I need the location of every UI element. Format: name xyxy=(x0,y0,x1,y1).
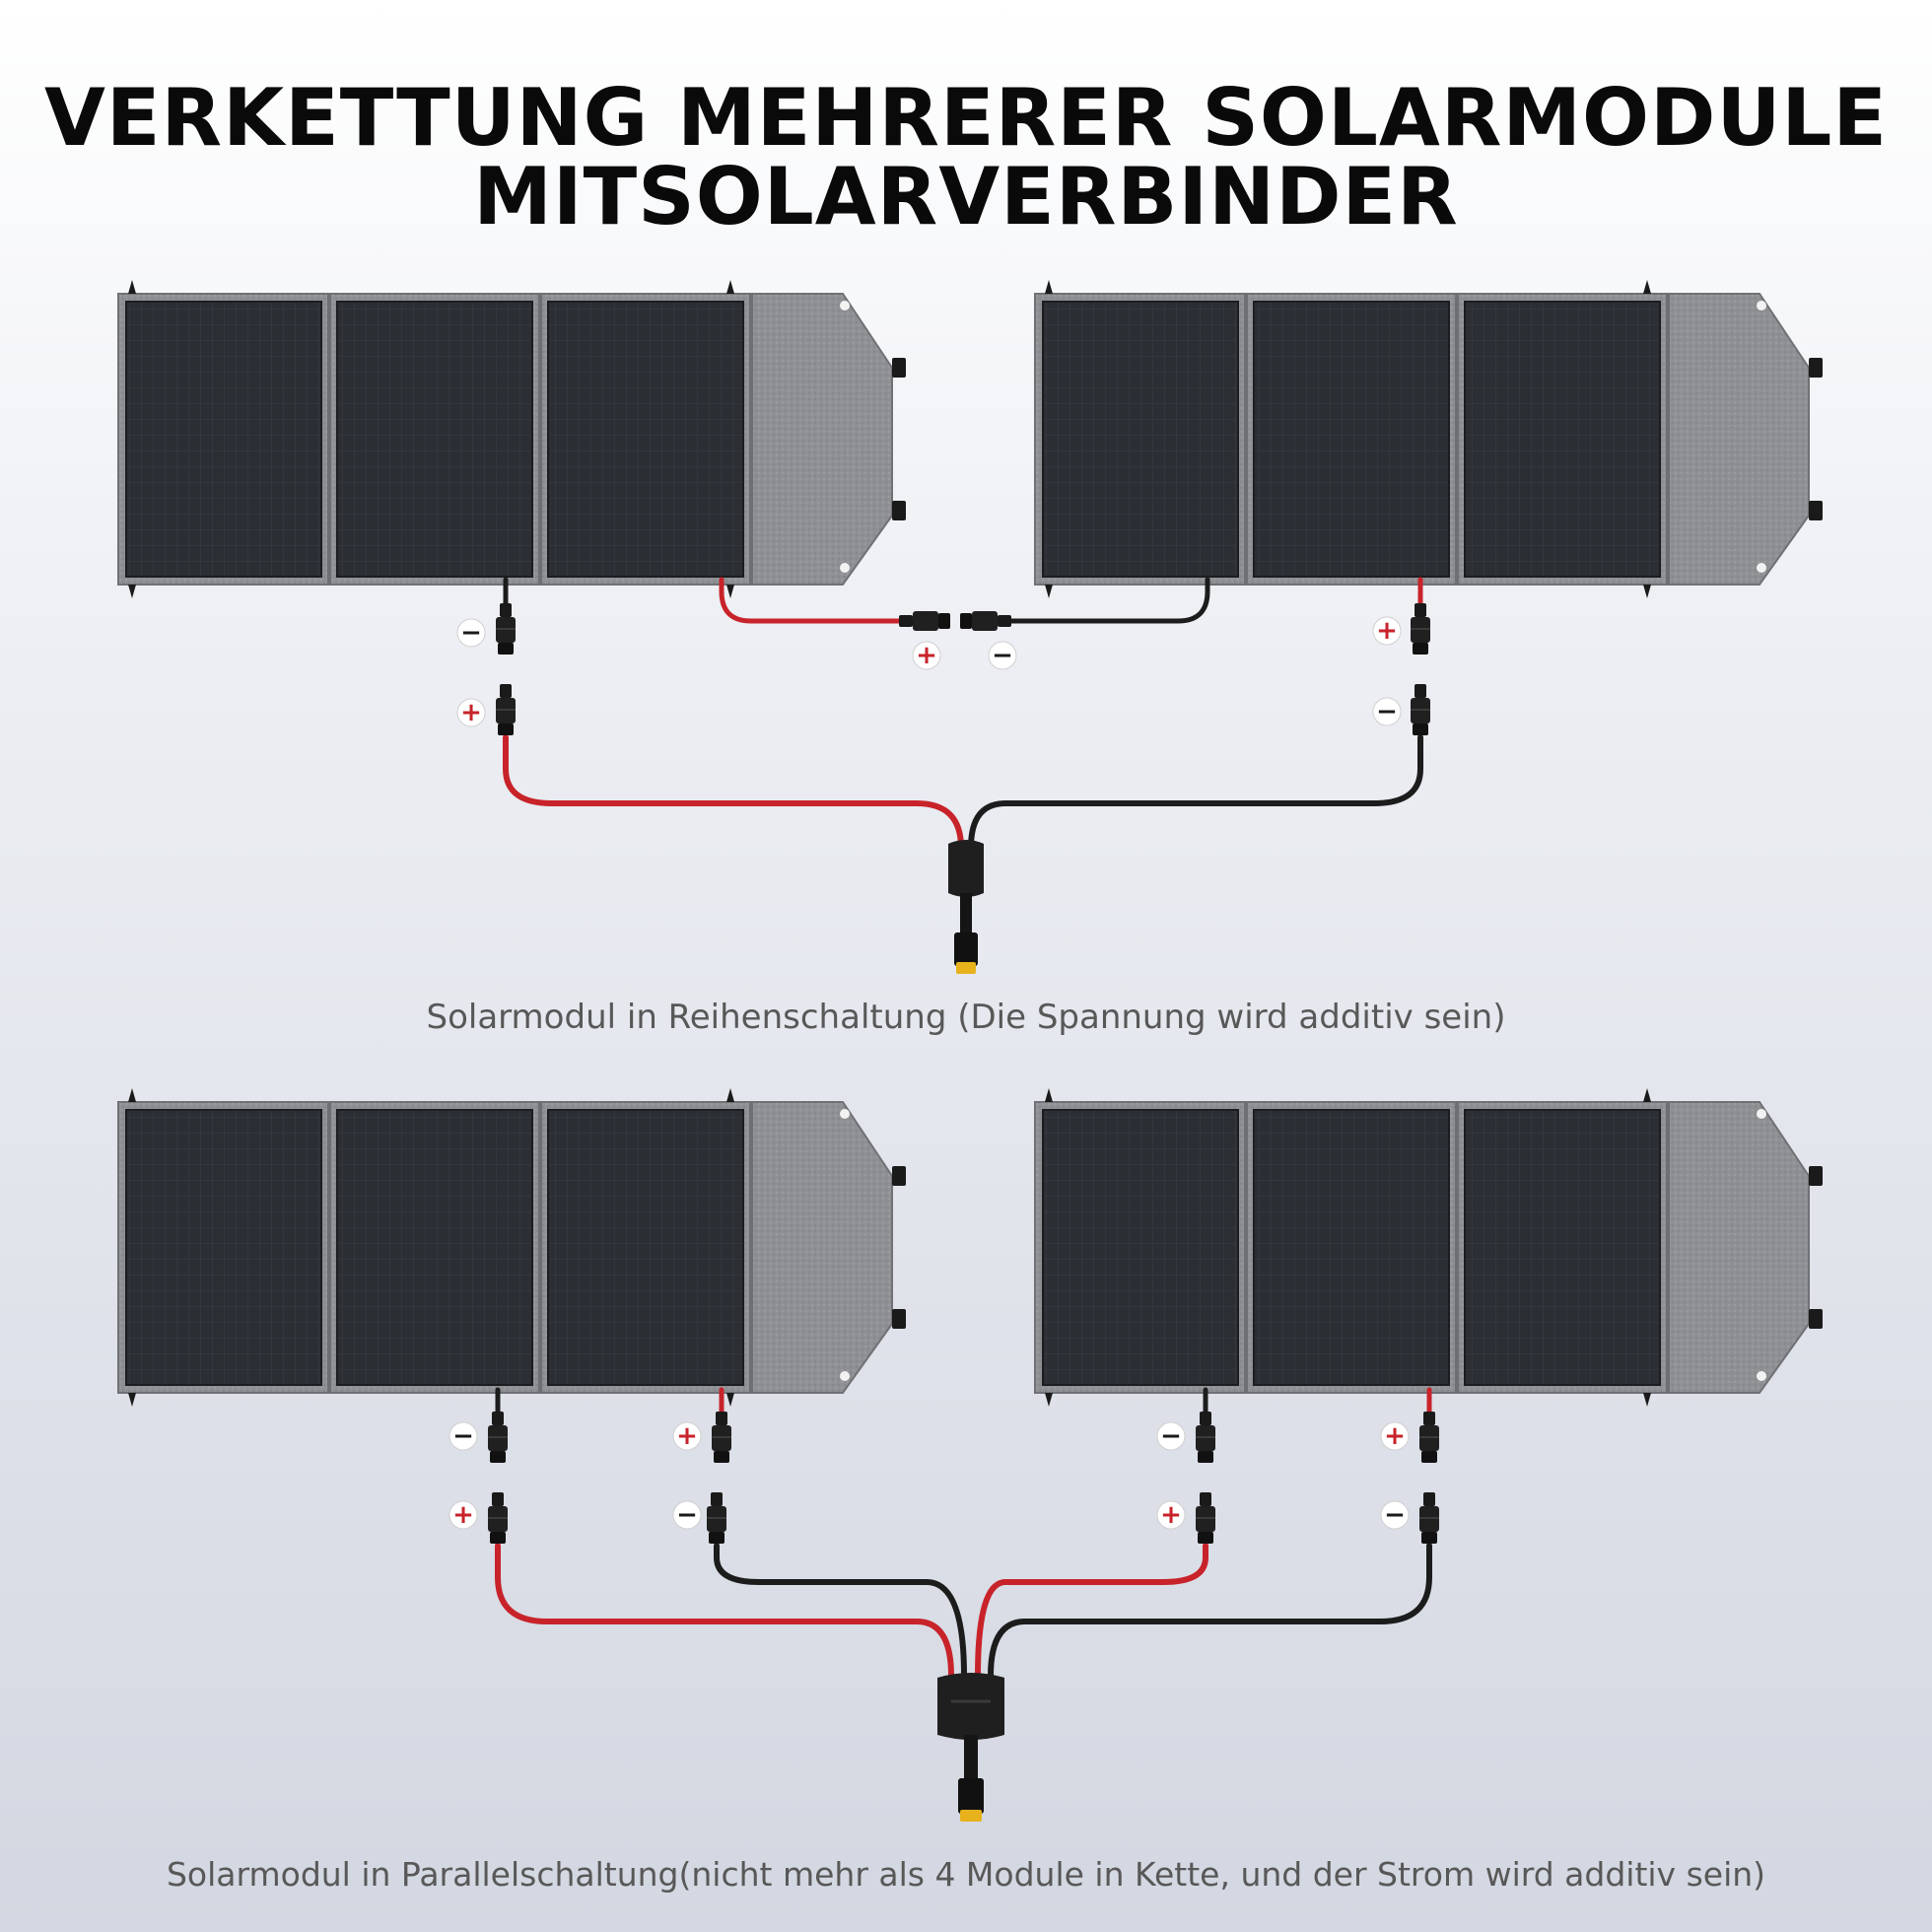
plus-sign-badge: + xyxy=(1380,1421,1410,1451)
polarity-signs: − + + − + − − + + − − + + − xyxy=(448,616,1410,1530)
solar-panel-top-right xyxy=(1033,278,1825,600)
plus-sign-badge: + xyxy=(912,641,941,670)
parallel-panels xyxy=(116,1086,1825,1409)
minus-symbol: − xyxy=(676,1500,698,1530)
connector-hub-positive-2 xyxy=(1195,1491,1216,1545)
minus-sign-badge: − xyxy=(1372,697,1402,726)
minus-sign-badge: − xyxy=(1380,1500,1410,1530)
y-adapter-2-to-1 xyxy=(948,840,984,974)
connector-hub-positive-1 xyxy=(487,1491,509,1545)
connector-br-negative xyxy=(1195,1411,1216,1464)
connector-right-positive xyxy=(1410,602,1431,656)
page-title-line-2: MITSOLARVERBINDER xyxy=(473,151,1459,242)
minus-symbol: − xyxy=(992,641,1013,670)
series-caption: Solarmodul in Reihenschaltung (Die Spann… xyxy=(426,998,1506,1037)
plus-symbol: + xyxy=(916,641,937,670)
minus-sign-badge: − xyxy=(1156,1421,1186,1451)
plus-symbol: + xyxy=(676,1421,698,1451)
plus-symbol: + xyxy=(460,698,482,727)
minus-symbol: − xyxy=(460,618,482,648)
plus-sign-badge: + xyxy=(672,1421,702,1451)
plus-symbol: + xyxy=(1384,1421,1406,1451)
connector-yright-negative xyxy=(1410,683,1431,736)
y-adapter-4-to-1 xyxy=(935,1671,1006,1824)
plus-symbol: + xyxy=(1160,1500,1182,1530)
minus-sign-badge: − xyxy=(988,641,1017,670)
series-cables xyxy=(503,577,1423,851)
plus-symbol: + xyxy=(1376,616,1398,646)
series-panels xyxy=(116,278,1825,600)
minus-symbol: − xyxy=(1160,1421,1182,1451)
minus-symbol: − xyxy=(452,1421,474,1451)
connector-middle-negative xyxy=(960,611,1011,631)
minus-symbol: − xyxy=(1376,697,1398,726)
plus-sign-badge: + xyxy=(1156,1500,1186,1530)
page-title-line-1: VERKETTUNG MEHRERER SOLARMODULE xyxy=(43,72,1889,164)
minus-sign-badge: − xyxy=(672,1500,702,1530)
connector-left-negative xyxy=(495,602,517,656)
solar-panel-bottom-left xyxy=(116,1086,908,1409)
minus-sign-badge: − xyxy=(456,618,486,648)
plus-sign-badge: + xyxy=(1372,616,1402,646)
parallel-cables xyxy=(495,1387,1432,1679)
plus-sign-badge: + xyxy=(448,1500,478,1530)
minus-sign-badge: − xyxy=(448,1421,478,1451)
connector-hub-negative-1 xyxy=(706,1491,727,1545)
connector-yleft-positive xyxy=(495,683,517,736)
minus-symbol: − xyxy=(1384,1500,1406,1530)
series-connectors xyxy=(495,602,1431,974)
connector-middle-positive xyxy=(899,611,950,631)
connector-bl-positive xyxy=(711,1411,732,1464)
connector-hub-negative-2 xyxy=(1418,1491,1440,1545)
plus-symbol: + xyxy=(452,1500,474,1530)
connector-br-positive xyxy=(1418,1411,1440,1464)
solar-panel-top-left xyxy=(116,278,908,600)
plus-sign-badge: + xyxy=(456,698,486,727)
parallel-connectors xyxy=(487,1411,1440,1824)
parallel-caption: Solarmodul in Parallelschaltung(nicht me… xyxy=(166,1855,1766,1894)
solar-panel-bottom-right xyxy=(1033,1086,1825,1409)
connector-bl-negative xyxy=(487,1411,509,1464)
